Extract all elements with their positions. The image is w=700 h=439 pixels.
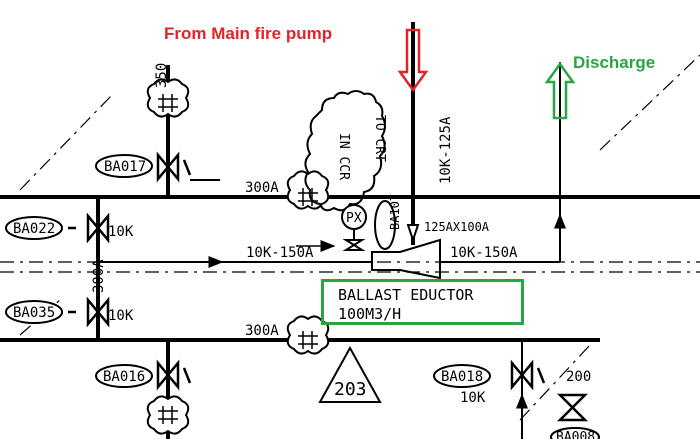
pipe-size-10k-150a-left: 10K-150A xyxy=(246,245,314,261)
valve-tag-ba022: BA022 xyxy=(13,221,55,237)
flow-arrows xyxy=(200,213,566,420)
valve-tag-ba107: BA107 xyxy=(388,194,402,230)
eductor-icon xyxy=(371,224,441,280)
revision-clouds xyxy=(146,78,386,435)
valve-ba018-icon xyxy=(510,359,546,391)
pressure-instrument-icon xyxy=(341,204,367,251)
pipe-size-200: 200 xyxy=(566,369,591,385)
note-in-ccr: IN CCR xyxy=(336,133,351,180)
tank-ref-icon xyxy=(318,345,382,403)
valve-ba017-icon xyxy=(156,151,192,183)
pipe-hash-marks xyxy=(158,94,318,424)
reducer-label: 125AX100A xyxy=(424,220,490,234)
rating-10k-b: 10K xyxy=(108,308,134,324)
note-to-crt: TO CRT xyxy=(372,115,387,162)
eductor-title: BALLAST EDUCTOR xyxy=(338,286,474,304)
valve-tags xyxy=(5,154,600,439)
pipe-size-10k-150a-right: 10K-150A xyxy=(450,245,518,261)
fire-pump-arrow-icon xyxy=(397,28,429,93)
discharge-label: Discharge xyxy=(573,53,656,72)
pipe-size-300a-top: 300A xyxy=(245,180,279,196)
gate-valves xyxy=(68,151,589,422)
valve-tag-ba018: BA018 xyxy=(441,369,483,385)
pipe-size-350: 350 xyxy=(154,63,170,88)
valve-200-icon xyxy=(556,393,589,422)
valve-ba035-icon xyxy=(68,296,110,328)
tank-ref-label: 203 xyxy=(334,379,367,400)
ballast-eductor-callout: BALLAST EDUCTOR 100M3/H xyxy=(321,279,524,325)
valve-tag-ba016: BA016 xyxy=(103,369,145,385)
valve-ba022-icon xyxy=(68,212,110,244)
valve-tag-ba008: BA008 xyxy=(556,430,595,439)
discharge-arrow-icon xyxy=(544,61,576,120)
from-main-fire-pump-label: From Main fire pump xyxy=(164,24,333,43)
pressure-label: PX xyxy=(346,211,362,226)
rating-10k-c: 10K xyxy=(460,390,486,406)
pipe-size-300a-vertical: 300A xyxy=(91,259,107,293)
valve-tag-ba035: BA035 xyxy=(13,305,55,321)
valve-ba016-icon xyxy=(156,359,192,391)
pipe-size-10k-125a: 10K-125A xyxy=(438,116,454,184)
pipe-size-300a-bottom: 300A xyxy=(245,323,279,339)
valve-tag-ba017: BA017 xyxy=(104,159,146,175)
eductor-capacity: 100M3/H xyxy=(338,305,402,323)
rating-10k-a: 10K xyxy=(108,224,134,240)
